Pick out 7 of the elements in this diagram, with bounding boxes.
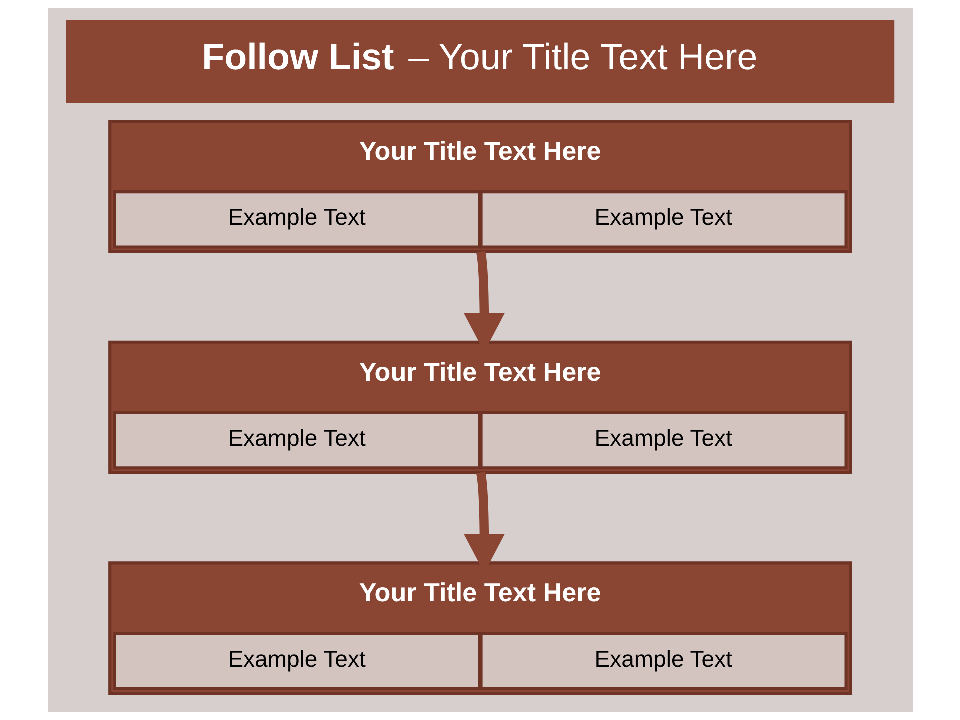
- node-box: Example Text: [112, 411, 481, 470]
- node-box: Example Text: [479, 411, 848, 470]
- node-box: Example Text: [112, 632, 481, 690]
- node-box: Example Text: [479, 632, 848, 690]
- node-box: Example Text: [112, 190, 481, 249]
- node-box: Example Text: [479, 190, 848, 249]
- diagram-title: Follow List – Your Title Text Here: [202, 36, 758, 78]
